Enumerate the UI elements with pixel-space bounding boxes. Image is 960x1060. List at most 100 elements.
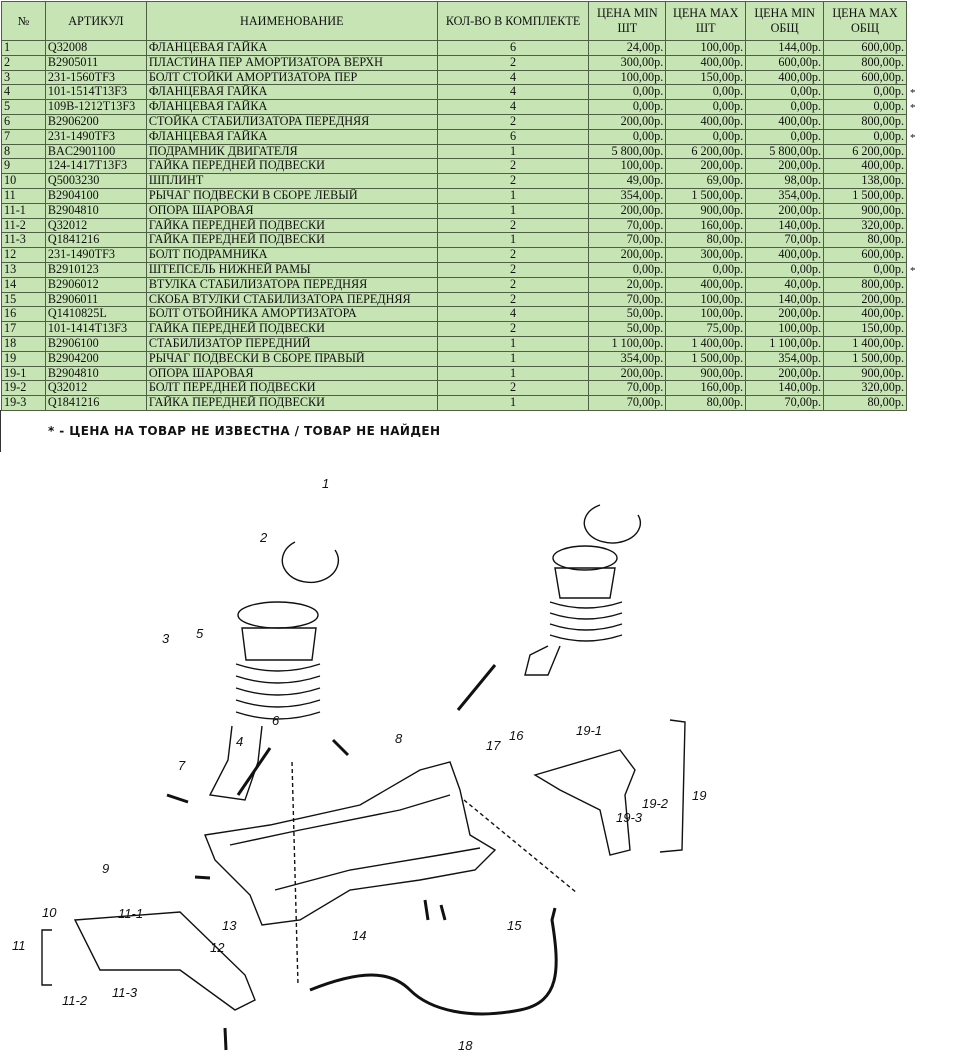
row-article: B2906200 [44,113,147,130]
row-price-min-total: 144,00р. [745,40,825,56]
row-price-min-total: 1 100,00р. [745,335,825,352]
row-price-min-unit: 50,00р. [588,321,667,337]
row-price-max-total: 900,00р. [823,365,907,382]
row-qty: 2 [436,261,590,278]
left-strut-spring [235,663,321,720]
row-price-min-unit: 0,00р. [588,99,667,115]
row-price-min-unit: 70,00р. [588,291,667,308]
row-article: Q1841216 [44,232,147,249]
row-no: 12 [1,247,46,263]
row-price-max-total: 320,00р. [823,380,907,397]
row-name: РЫЧАГ ПОДВЕСКИ В СБОРЕ ЛЕВЫЙ [145,187,438,204]
row-qty: 1 [436,232,590,249]
callout-label: 18 [458,1038,473,1053]
unknown-price-mark: * [910,265,916,277]
row-price-max-total: 0,00р. [823,128,907,145]
row-price-min-unit: 200,00р. [588,202,667,219]
header-no: № [1,1,46,41]
row-price-min-total: 200,00р. [745,158,825,175]
row-price-min-unit: 20,00р. [588,276,667,293]
row-name: ФЛАНЦЕВАЯ ГАЙКА [145,84,438,101]
row-price-max-unit: 150,00р. [665,69,747,86]
right-strut-spring [549,601,623,642]
callout-label: 5 [196,626,204,641]
row-no: 7 [1,128,46,145]
row-price-max-total: 138,00р. [823,173,907,189]
right-stabilizer-link [456,664,497,711]
row-name: ГАЙКА ПЕРЕДНЕЙ ПОДВЕСКИ [145,232,438,249]
row-qty: 2 [436,321,590,337]
callout-label: 3 [162,631,170,646]
callout-label: 11-1 [118,906,143,921]
header-article: АРТИКУЛ [44,1,147,41]
row-no: 13 [1,261,46,278]
footnote: * - ЦЕНА НА ТОВАР НЕ ИЗВЕСТНА / ТОВАР НЕ… [48,424,441,438]
right-strut-plate [583,504,641,544]
row-price-max-unit: 1 500,00р. [665,350,747,367]
left-strut-mount-body [241,627,317,661]
row-price-max-unit: 900,00р. [665,202,747,219]
row-qty: 1 [436,350,590,367]
row-price-max-total: 600,00р. [823,247,907,263]
callout-label: 15 [507,918,522,933]
row-price-max-total: 80,00р. [823,232,907,249]
row-no: 19-3 [1,395,46,411]
row-price-max-total: 320,00р. [823,217,907,234]
row-price-min-unit: 100,00р. [588,69,667,86]
row-name: БОЛТ ОТБОЙНИКА АМОРТИЗАТОРА [145,306,438,323]
row-article: 231-1490TF3 [44,128,147,145]
row-no: 10 [1,173,46,189]
row-qty: 2 [436,247,590,263]
row-price-min-total: 5 800,00р. [745,143,825,160]
row-article: B2910123 [44,261,147,278]
row-price-max-unit: 400,00р. [665,276,747,293]
row-name: БОЛТ ПОДРАМНИКА [145,247,438,263]
right-control-arm [533,749,636,856]
row-price-min-unit: 70,00р. [588,395,667,411]
row-qty: 2 [436,276,590,293]
row-price-min-unit: 1 100,00р. [588,335,667,352]
row-qty: 4 [436,69,590,86]
row-price-min-unit: 0,00р. [588,261,667,278]
row-price-max-unit: 100,00р. [665,291,747,308]
row-price-max-unit: 400,00р. [665,54,747,71]
row-price-min-unit: 24,00р. [588,40,667,56]
row-price-min-unit: 354,00р. [588,187,667,204]
row-price-max-total: 0,00р. [823,99,907,115]
row-name: ГАЙКА ПЕРЕДНЕЙ ПОДВЕСКИ [145,321,438,337]
row-article: 101-1414T13F3 [44,321,147,337]
row-price-min-total: 200,00р. [745,202,825,219]
row-price-min-total: 70,00р. [745,232,825,249]
row-price-max-total: 900,00р. [823,202,907,219]
row-name: ФЛАНЦЕВАЯ ГАЙКА [145,40,438,56]
callout-label: 6 [272,713,280,728]
row-price-max-unit: 400,00р. [665,113,747,130]
row-qty: 2 [436,380,590,397]
row-price-min-unit: 49,00р. [588,173,667,189]
row-qty: 1 [436,365,590,382]
row-article: 101-1514T13F3 [44,84,147,101]
row-price-min-unit: 300,00р. [588,54,667,71]
row-price-min-unit: 100,00р. [588,158,667,175]
row-price-min-total: 200,00р. [745,306,825,323]
unknown-price-mark: * [910,87,916,100]
row-no: 1 [1,40,46,56]
row-article: B2906100 [44,335,147,352]
row-price-max-total: 150,00р. [823,321,907,337]
row-qty: 4 [436,306,590,323]
row-no: 9 [1,158,46,175]
row-qty: 4 [436,99,590,115]
row-qty: 1 [436,187,590,204]
row-price-max-total: 400,00р. [823,306,907,323]
row-article: BAC2901100 [44,143,147,160]
row-qty: 2 [436,158,590,175]
diagram-drawing [41,504,686,1051]
row-no: 2 [1,54,46,71]
row-price-min-total: 0,00р. [745,261,825,278]
row-qty: 6 [436,40,590,56]
